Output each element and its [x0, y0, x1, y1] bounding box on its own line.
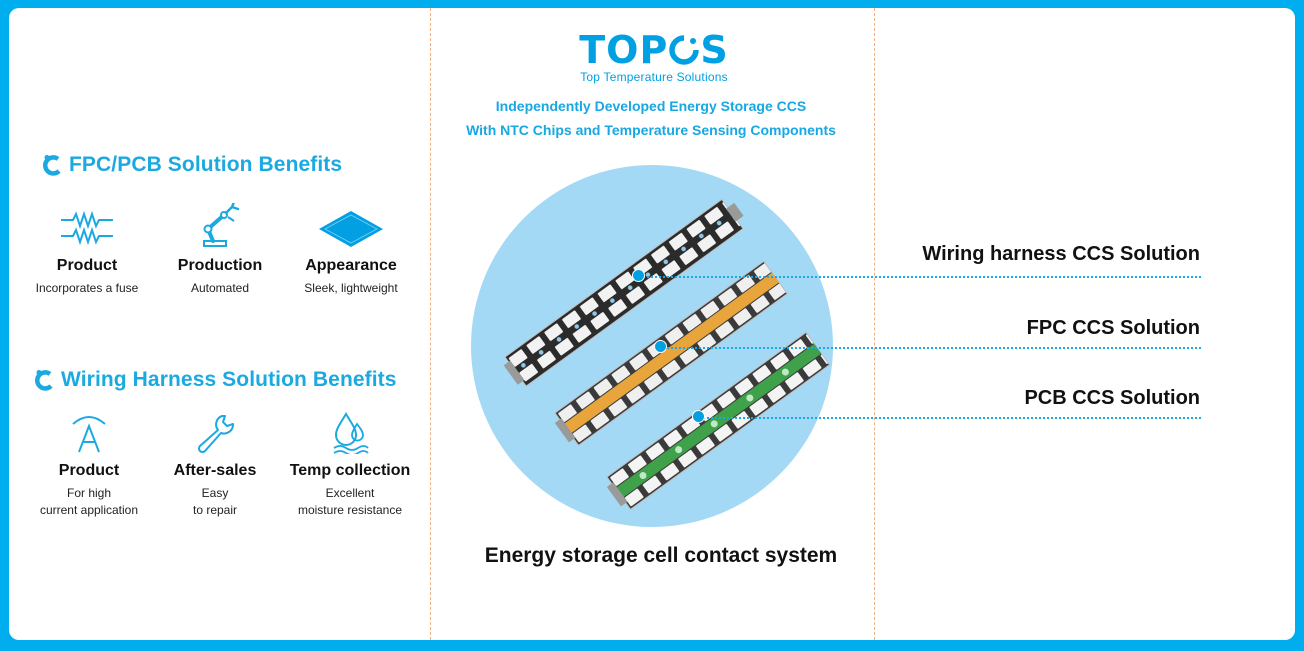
headline-line-2: With NTC Chips and Temperature Sensing C…: [466, 122, 836, 138]
brand-c-icon: [35, 370, 53, 391]
benefit-desc: Easy to repair: [150, 485, 280, 519]
benefit-desc-line: current application: [39, 503, 139, 517]
benefit-desc: Incorporates a fuse: [35, 281, 139, 295]
pcb-leader-line: [698, 417, 1201, 419]
benefit-wiring-product: Product For high current application: [24, 408, 154, 519]
pcb-ccs-label: PCB CCS Solution: [1024, 387, 1200, 409]
brand-logo: TOP S Top Temperature Solutions: [569, 30, 739, 84]
benefit-title: Product: [56, 257, 118, 274]
fuse-resistor-icon: [61, 210, 113, 246]
wiring-harness-leader-line: [638, 276, 1201, 278]
ampere-icon: [72, 416, 106, 453]
headline-line-1: Independently Developed Energy Storage C…: [495, 98, 807, 114]
ccs-caption: Energy storage cell contact system: [484, 544, 838, 567]
wiring-section-title-text: Wiring Harness Solution Benefits: [61, 368, 397, 391]
wiring-section-title: Wiring Harness Solution Benefits: [33, 368, 397, 392]
fpc-ccs-label: FPC CCS Solution: [1026, 317, 1200, 339]
ccs-modules-illustration: [503, 198, 831, 511]
water-drops-icon: [333, 412, 369, 454]
diamond-sheet-icon: [319, 211, 383, 247]
benefit-desc-line: moisture resistance: [297, 503, 403, 517]
benefit-fpc-product: Product Incorporates a fuse: [22, 203, 152, 297]
logo-wordmark: TOP S: [579, 30, 728, 70]
benefit-title: Appearance: [305, 257, 397, 274]
wiring-harness-marker-dot: [632, 269, 645, 282]
benefit-desc-line: For high: [66, 486, 112, 500]
fpc-marker-dot: [654, 340, 667, 353]
wiring-harness-module: [503, 198, 744, 387]
benefit-desc: Automated: [190, 281, 250, 295]
benefit-title: Production: [177, 257, 263, 274]
benefit-fpc-production: Production Automated: [155, 203, 285, 297]
logo-tagline: Top Temperature Solutions: [580, 70, 728, 84]
divider-left: [430, 8, 431, 640]
fpc-leader-line: [660, 347, 1201, 349]
pcb-marker-dot: [692, 410, 705, 423]
benefit-desc-line: Excellent: [325, 486, 375, 500]
brand-c-icon: [43, 155, 61, 176]
robot-arm-icon: [203, 203, 240, 247]
content-panel: TOP S Top Temperature Solutions Independ…: [9, 8, 1295, 640]
fpc-section-title: FPC/PCB Solution Benefits: [41, 153, 342, 177]
benefit-desc: Sleek, lightweight: [304, 281, 398, 295]
pcb-module: [606, 331, 831, 511]
benefit-desc-line: Easy: [201, 486, 229, 500]
logo-text-right: S: [700, 28, 729, 72]
wrench-icon: [197, 415, 234, 454]
logo-text-left: TOP: [579, 28, 669, 72]
benefit-desc-line: to repair: [192, 503, 238, 517]
benefit-title: After-sales: [173, 462, 257, 479]
wiring-harness-ccs-label: Wiring harness CCS Solution: [922, 243, 1200, 265]
benefit-wiring-aftersales: After-sales Easy to repair: [150, 408, 280, 519]
benefit-title: Product: [58, 462, 120, 479]
logo-ring-icon: [669, 35, 700, 65]
benefit-fpc-appearance: Appearance Sleek, lightweight: [286, 203, 416, 297]
benefit-wiring-temp: Temp collection Excellent moisture resis…: [285, 408, 415, 519]
benefit-desc: For high current application: [24, 485, 154, 519]
fpc-section-title-text: FPC/PCB Solution Benefits: [69, 153, 343, 176]
divider-right: [874, 8, 875, 640]
benefit-desc: Excellent moisture resistance: [285, 485, 415, 519]
benefit-title: Temp collection: [289, 462, 411, 479]
